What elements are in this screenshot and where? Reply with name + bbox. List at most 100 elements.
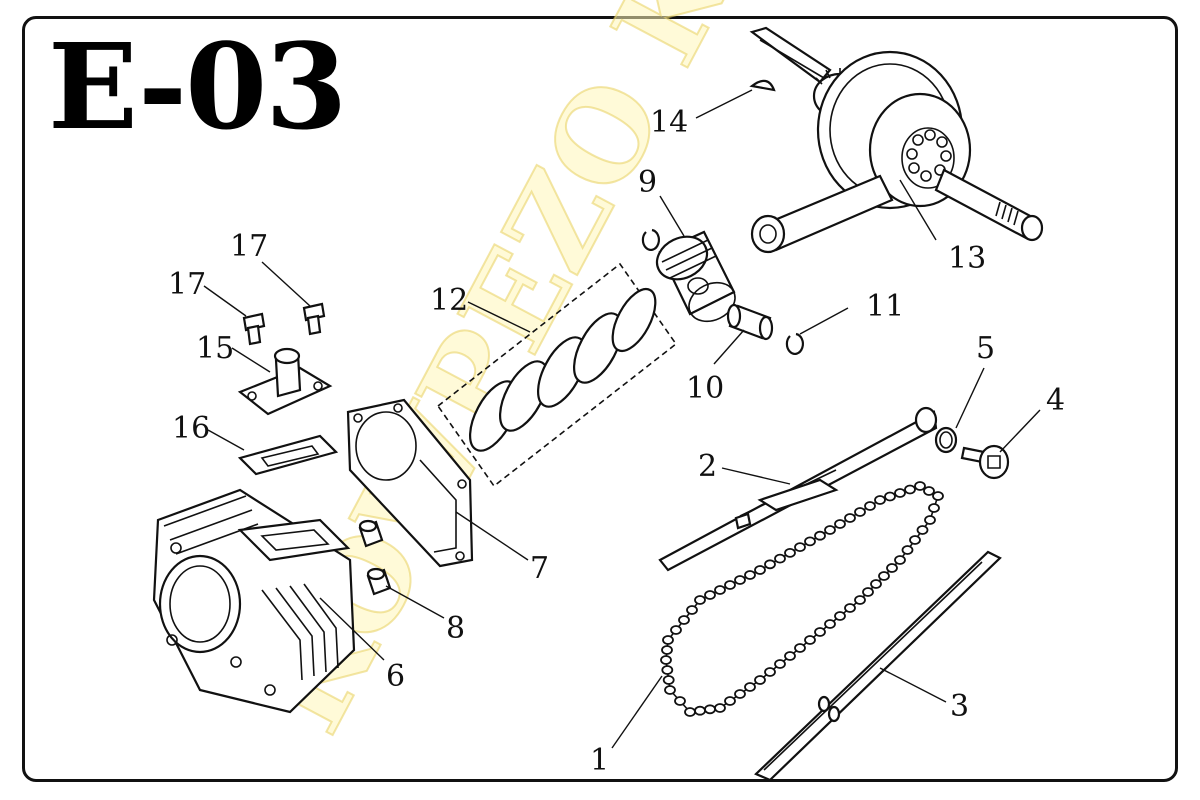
chain-link: [854, 595, 866, 605]
chain-link: [662, 675, 675, 685]
callout-16: 16: [172, 411, 210, 446]
o-ring: [934, 426, 958, 454]
callout-11: 11: [866, 289, 904, 324]
chain-link: [914, 481, 926, 491]
chain-link: [704, 704, 716, 715]
cam-chain: [660, 481, 944, 717]
leader-lines: [203, 89, 1041, 749]
chain-link: [864, 501, 876, 511]
chain-link: [844, 513, 856, 523]
chain-link: [714, 585, 726, 595]
chain-link: [724, 696, 736, 706]
chain-link: [814, 530, 826, 541]
chain-link: [834, 611, 846, 621]
chain-link: [724, 580, 736, 590]
callout-5: 5: [976, 331, 995, 366]
callout-8: 8: [446, 611, 465, 646]
tensioner-gasket: [237, 434, 339, 476]
chain-link: [764, 667, 776, 677]
chain-link: [794, 542, 806, 552]
chain-link: [660, 655, 672, 665]
callout-15: 15: [196, 331, 234, 366]
chain-link: [774, 553, 786, 564]
chain-link: [916, 525, 929, 535]
chain-link: [804, 635, 816, 645]
chain-link: [870, 579, 882, 589]
chain-link: [684, 707, 696, 717]
chain-link: [923, 486, 935, 496]
callout-4: 4: [1046, 383, 1065, 418]
chain-link: [928, 503, 940, 513]
callout-6: 6: [386, 659, 405, 694]
chain-link: [894, 488, 906, 498]
cylinder-gasket: [346, 398, 474, 568]
callout-9: 9: [638, 165, 657, 200]
piston: [655, 230, 736, 323]
chain-link: [844, 603, 856, 613]
callout-12: 12: [430, 283, 468, 318]
callout-14: 14: [650, 105, 688, 140]
chain-link: [784, 651, 796, 661]
chain-link: [661, 665, 674, 675]
chain-link: [794, 643, 806, 653]
chain-link: [814, 627, 826, 637]
chain-link: [884, 491, 896, 502]
chain-link: [714, 703, 726, 713]
callout-10: 10: [686, 371, 724, 406]
chain-link: [678, 615, 690, 625]
chain-link: [834, 519, 846, 529]
piston-circlip-left: [641, 228, 660, 251]
chain-link: [774, 659, 786, 669]
crankshaft: [749, 26, 1044, 254]
chain-link: [754, 675, 766, 685]
chain-link: [662, 635, 674, 645]
chain-link: [874, 495, 886, 505]
chain-link: [764, 559, 776, 570]
callout-1: 1: [590, 743, 609, 778]
woodruff-key: [749, 79, 776, 92]
chain-link: [744, 570, 756, 580]
callout-7: 7: [530, 551, 549, 586]
callout-17-left: 17: [168, 267, 206, 302]
callout-13: 13: [948, 241, 986, 276]
chain-guide: [658, 406, 938, 572]
chain-link: [824, 619, 836, 629]
chain-link: [878, 571, 890, 581]
chain-link: [901, 545, 914, 555]
piston-circlip-right: [785, 332, 804, 355]
chain-link: [909, 535, 921, 545]
chain-link: [734, 575, 746, 585]
callout-2: 2: [698, 449, 717, 484]
cylinder-block: [152, 488, 356, 714]
chain-link: [886, 563, 898, 573]
piston-pin: [726, 303, 774, 341]
callout-3: 3: [950, 689, 969, 724]
chain-link: [734, 689, 746, 699]
guide-bolt: [960, 444, 1010, 480]
chain-link: [862, 587, 874, 597]
chain-link: [744, 682, 756, 692]
chain-link: [754, 565, 766, 575]
chain-link: [661, 645, 673, 655]
chain-link: [904, 484, 916, 495]
chain-link: [694, 705, 706, 716]
callout-17-top: 17: [230, 229, 268, 264]
diagram-frame: [22, 16, 1178, 782]
chain-tensioner: [237, 347, 333, 416]
chain-link: [824, 525, 836, 535]
bolt-left: [242, 312, 266, 346]
chain-link: [804, 536, 816, 547]
chain-link: [932, 491, 944, 501]
chain-link: [924, 515, 936, 525]
tensioner-blade: [754, 550, 1002, 782]
piston-ring-set: [436, 262, 678, 488]
chain-link: [674, 696, 686, 706]
chain-link: [894, 555, 906, 565]
chain-link: [664, 685, 676, 695]
chain-link: [704, 590, 716, 600]
diagram-code: E-03: [48, 17, 347, 156]
chain-link: [854, 507, 866, 517]
chain-link: [694, 595, 706, 605]
